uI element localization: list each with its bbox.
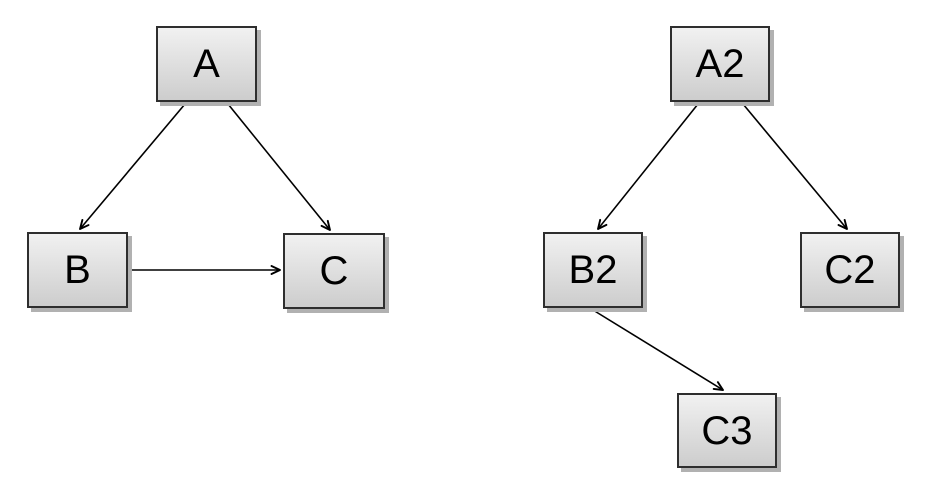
edge-B2-to-C3[interactable] <box>592 309 724 391</box>
node-B[interactable]: B <box>27 232 128 308</box>
node-label-C2: C2 <box>824 248 876 292</box>
node-B2[interactable]: B2 <box>543 232 643 308</box>
node-label-A2: A2 <box>695 42 745 86</box>
node-label-A: A <box>193 42 220 86</box>
edge-A2-to-B2[interactable] <box>597 103 699 230</box>
node-label-B: B <box>64 248 91 292</box>
node-C[interactable]: C <box>283 233 385 309</box>
edge-A2-to-C2[interactable] <box>742 103 848 230</box>
edge-A-to-C[interactable] <box>227 103 331 231</box>
node-label-C3: C3 <box>701 408 753 453</box>
node-A[interactable]: A <box>156 26 257 102</box>
edge-A-to-B[interactable] <box>79 103 186 230</box>
node-C3[interactable]: C3 <box>677 393 777 468</box>
node-label-B2: B2 <box>568 248 618 292</box>
node-C2[interactable]: C2 <box>800 232 900 308</box>
node-A2[interactable]: A2 <box>670 26 770 102</box>
node-label-C: C <box>319 249 349 293</box>
